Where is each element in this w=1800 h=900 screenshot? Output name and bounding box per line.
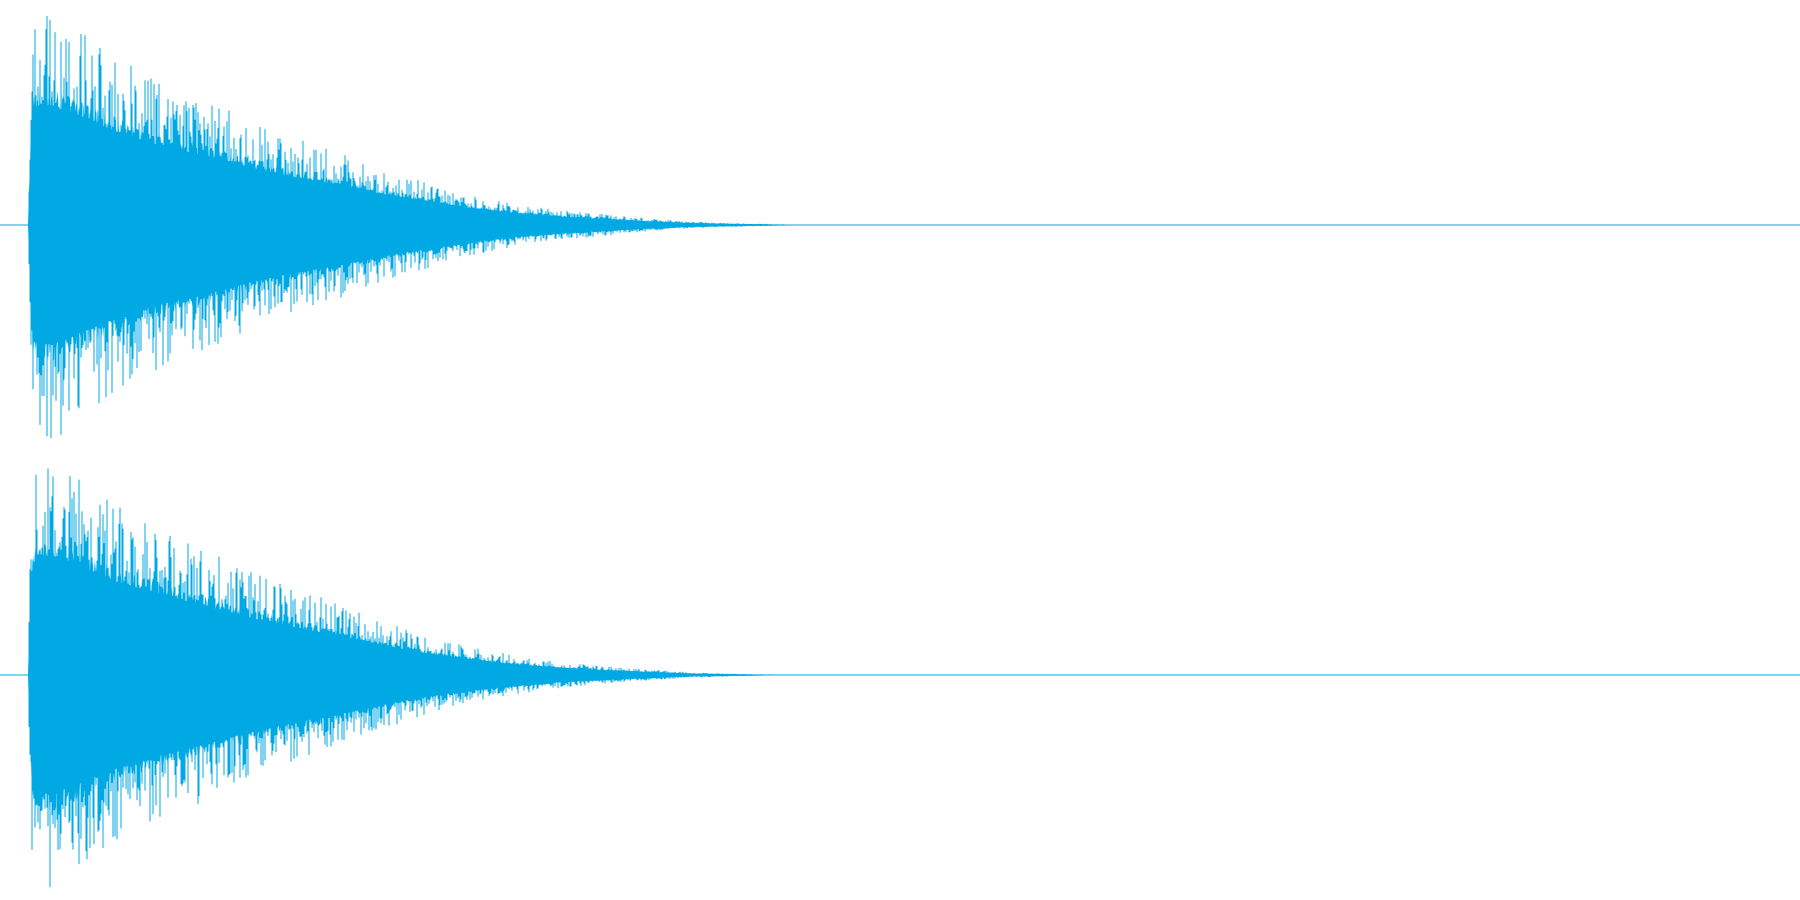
channel-right[interactable] bbox=[0, 468, 1800, 888]
channel-left-waveform-peaks bbox=[28, 16, 802, 439]
channel-right-waveform-peaks bbox=[28, 468, 782, 888]
channel-left[interactable] bbox=[0, 16, 1800, 439]
